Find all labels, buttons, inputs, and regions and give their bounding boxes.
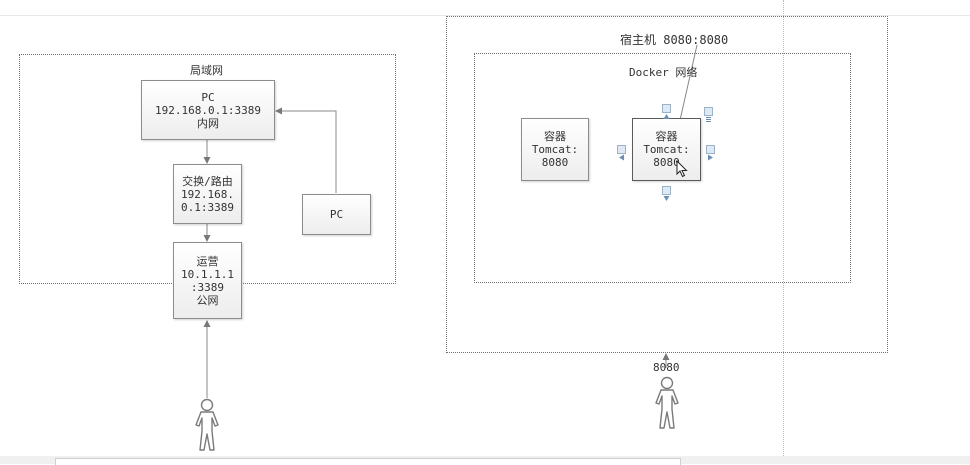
bottom-input-field[interactable] (55, 458, 681, 465)
mouse-cursor-icon (676, 160, 688, 178)
port-label: 8080 (653, 361, 680, 374)
node-container-2[interactable]: 容器 Tomcat: 8080 (632, 118, 701, 181)
handle-arrow-icon (663, 196, 670, 201)
node-pc-remote[interactable]: PC (302, 194, 371, 235)
docker-host-group[interactable] (446, 16, 888, 353)
handle-bottom[interactable] (662, 186, 671, 201)
node-container-2-line2: Tomcat: (643, 143, 690, 156)
node-container-1-line3: 8080 (541, 156, 569, 169)
handle-right[interactable] (706, 145, 715, 161)
node-carrier-line4: 公网 (196, 293, 219, 307)
docker-network-group[interactable] (474, 53, 851, 283)
edge-remote-pc-to-pc (275, 107, 337, 193)
node-switch-router-line3: 0.1:3389 (181, 200, 234, 214)
ruler-line (0, 15, 970, 16)
node-container-1-line1: 容器 (543, 130, 566, 143)
node-carrier-line2: 10.1.1.1 (181, 267, 234, 281)
person-icon (655, 376, 679, 429)
node-pc-internal-line2: 192.168.0.1:3389 (155, 103, 261, 117)
page-guide-line (783, 0, 784, 464)
node-carrier[interactable]: 运营 10.1.1.1 :3389 公网 (173, 242, 242, 319)
node-pc-internal-line3: 内网 (197, 116, 219, 130)
node-switch-router-line1: 交换/路由 (182, 174, 233, 188)
handle-left[interactable] (617, 145, 626, 161)
node-switch-router[interactable]: 交换/路由 192.168. 0.1:3389 (173, 164, 242, 224)
handle-arrow-icon (619, 154, 624, 161)
node-container-1-line2: Tomcat: (531, 143, 579, 156)
docker-host-label: 宿主机 8080:8080 (620, 33, 729, 47)
node-container-1[interactable]: 容器 Tomcat: 8080 (521, 118, 589, 181)
docker-network-label: Docker 网络 (629, 66, 698, 79)
handle-arrow-icon (708, 154, 713, 161)
node-pc-remote-line1: PC (329, 208, 344, 221)
node-pc-internal-line1: PC (201, 90, 215, 104)
menu-lines-icon (706, 117, 711, 122)
handle-top[interactable] (662, 104, 671, 119)
lan-group-label: 局域网 (190, 64, 223, 77)
node-carrier-line1: 运营 (196, 254, 219, 268)
node-container-2-line1: 容器 (655, 130, 678, 143)
node-switch-router-line2: 192.168. (181, 187, 234, 201)
handle-menu[interactable] (704, 107, 713, 122)
person-icon (195, 398, 219, 451)
node-container-2-line3: 8080 (653, 156, 680, 169)
node-pc-internal[interactable]: PC 192.168.0.1:3389 内网 (141, 80, 275, 140)
handle-arrow-icon (663, 114, 670, 119)
node-carrier-line3: :3389 (190, 280, 225, 294)
